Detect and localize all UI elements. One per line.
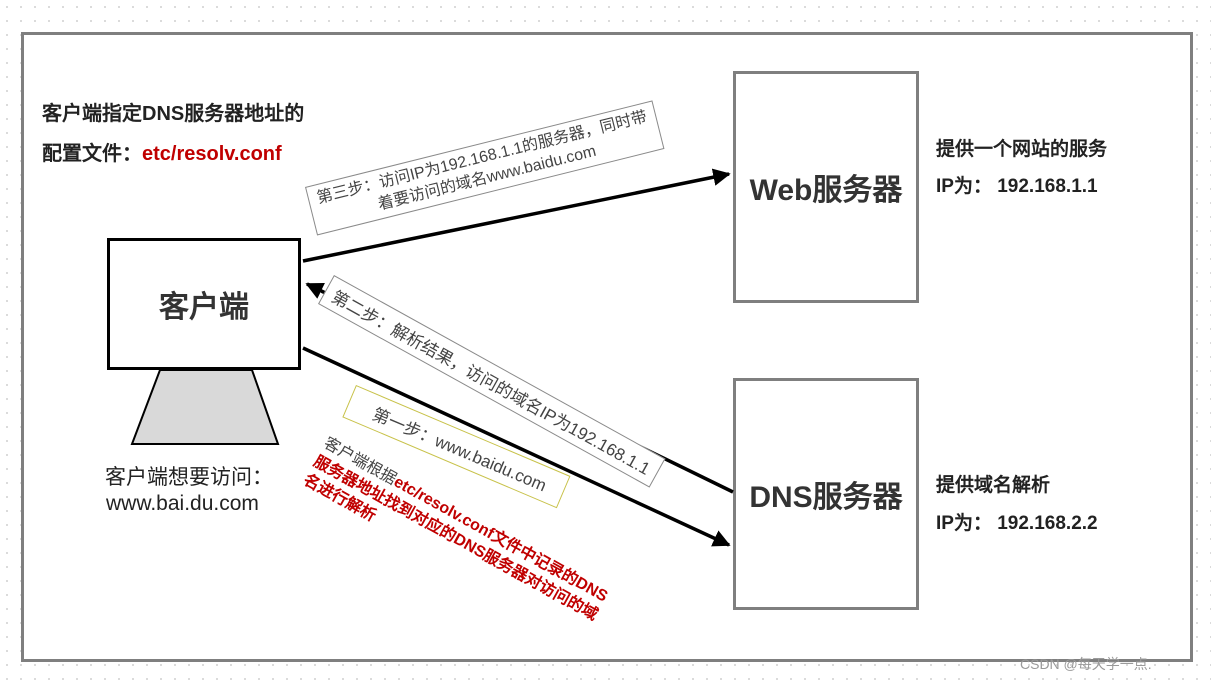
- web-server-label: Web服务器: [749, 174, 903, 207]
- monitor-stand-icon: [130, 369, 280, 445]
- dns-info-line2: IP为： 192.168.2.2: [936, 513, 1098, 534]
- web-info-line1: 提供一个网站的服务: [936, 139, 1108, 160]
- client-label: 客户端: [159, 291, 249, 324]
- config-note-prefix: 配置文件：: [42, 143, 142, 165]
- dns-server-node: DNS服务器: [733, 378, 919, 610]
- step3-arrow: [302, 168, 731, 263]
- config-note-line1: 客户端指定DNS服务器地址的: [42, 103, 305, 125]
- client-want-line1: 客户端想要访问：: [105, 466, 273, 489]
- dns-info-line1: 提供域名解析: [936, 475, 1051, 496]
- client-node: 客户端: [107, 238, 301, 370]
- dns-server-label: DNS服务器: [749, 481, 903, 514]
- step1-arrow: [302, 346, 731, 547]
- config-file-name: etc/resolv.conf: [142, 143, 282, 165]
- watermark: CSDN @每天学一点.: [1020, 656, 1152, 672]
- web-info-line2: IP为： 192.168.1.1: [936, 176, 1098, 197]
- config-note-line2: 配置文件：etc/resolv.conf: [42, 137, 282, 166]
- web-server-node: Web服务器: [733, 71, 919, 303]
- client-want-line2: www.bai.du.com: [106, 492, 259, 515]
